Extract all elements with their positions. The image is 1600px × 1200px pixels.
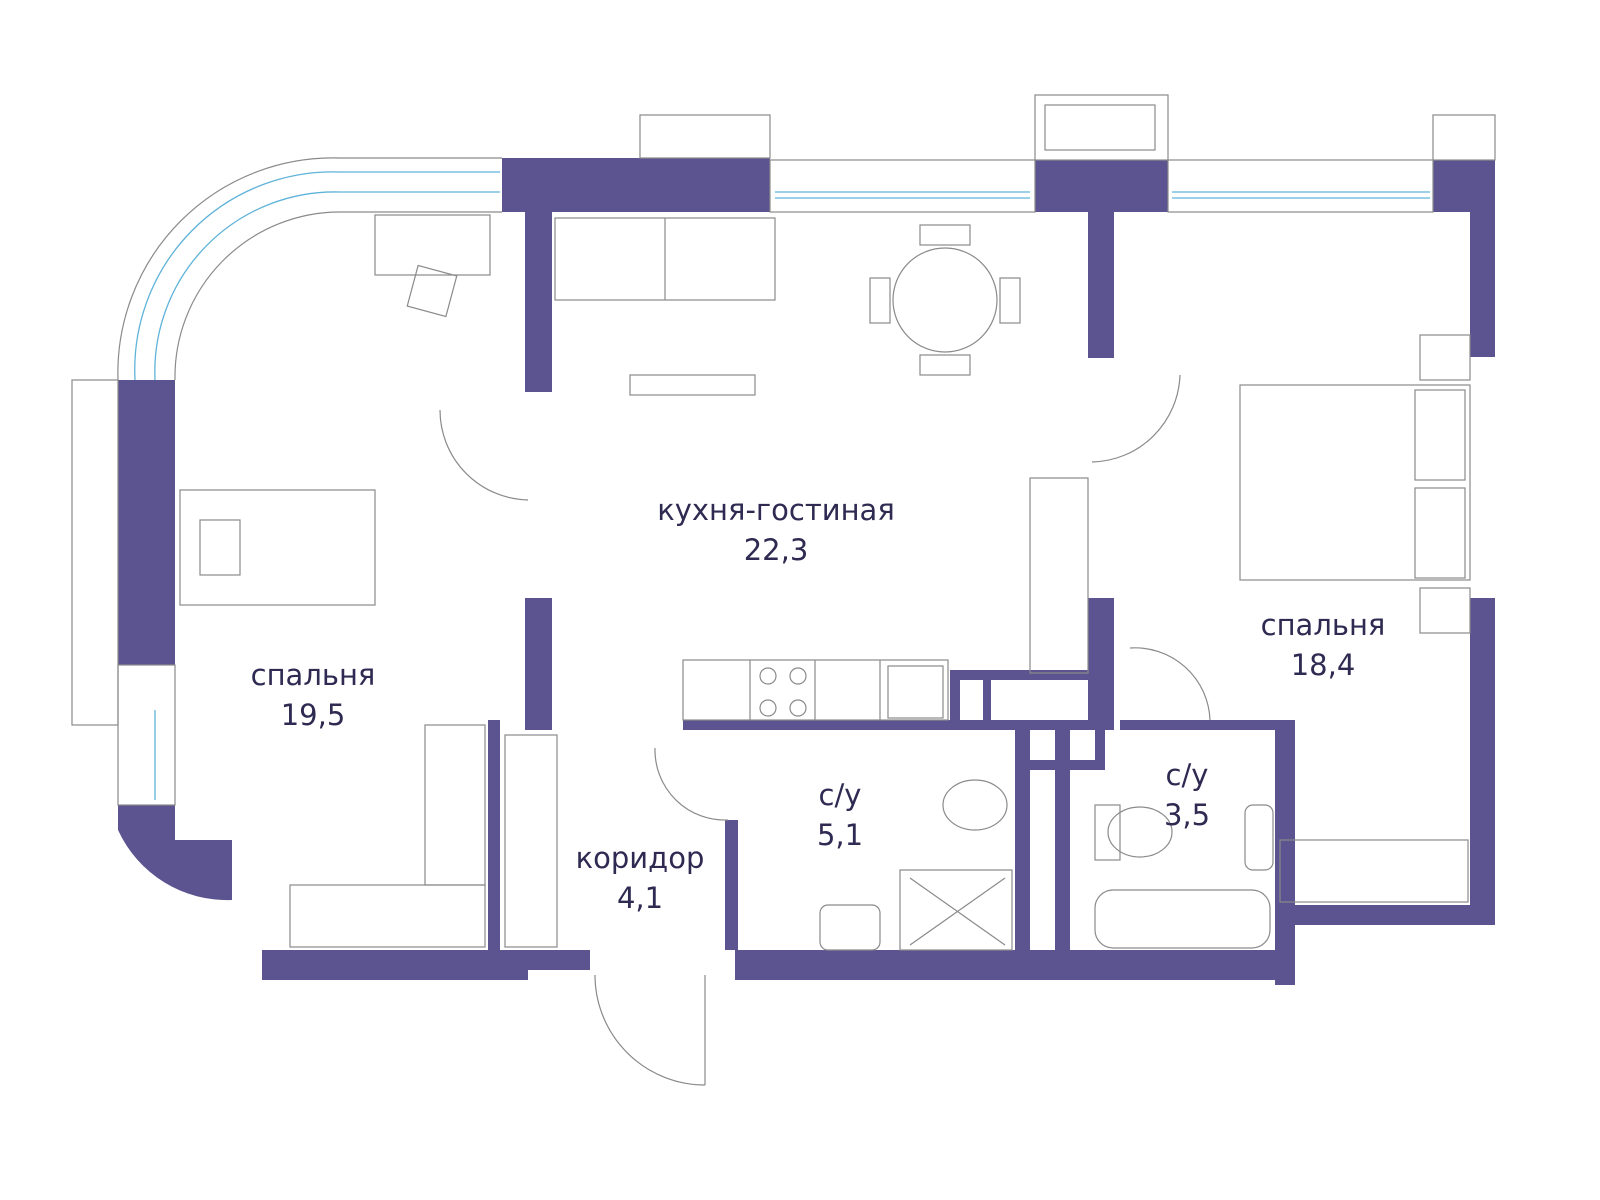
room-name: кухня-гостиная	[657, 493, 895, 527]
room-label-bathroom-1: с/у 5,1	[710, 775, 970, 855]
room-name: коридор	[575, 841, 705, 875]
room-label-bedroom-left: спальня 19,5	[183, 655, 443, 735]
room-area: 5,1	[816, 818, 864, 852]
room-area: 3,5	[1163, 798, 1211, 832]
furniture	[179, 214, 1471, 1086]
room-name: спальня	[1260, 608, 1386, 642]
room-area: 4,1	[616, 881, 664, 915]
room-name: с/у	[818, 778, 862, 812]
room-area: 18,4	[1290, 648, 1356, 682]
windows	[71, 94, 1496, 806]
room-name: спальня	[250, 658, 376, 692]
room-label-bathroom-2: с/у 3,5	[1057, 755, 1317, 835]
room-area: 19,5	[280, 698, 346, 732]
room-label-kitchen-living: кухня-гостиная 22,3	[646, 490, 906, 570]
room-name: с/у	[1165, 758, 1209, 792]
room-area: 22,3	[743, 533, 809, 567]
room-label-bedroom-right: спальня 18,4	[1193, 605, 1453, 685]
room-label-corridor: коридор 4,1	[510, 838, 770, 918]
walls	[118, 158, 1495, 985]
